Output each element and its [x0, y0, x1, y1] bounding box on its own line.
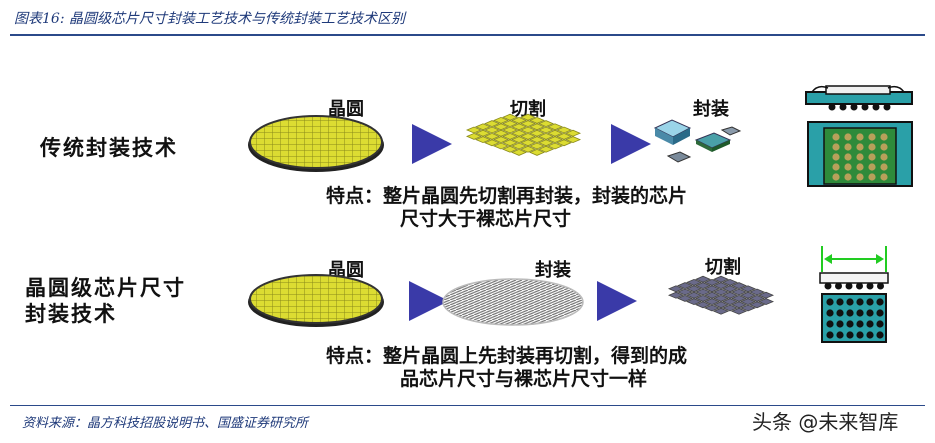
- traditional-wafer-icon: [248, 115, 384, 172]
- traditional-feature-line1: 特点：整片晶圆先切割再封装，封装的芯片: [326, 185, 688, 207]
- wlcsp-step-dicing-label: 切割: [705, 257, 741, 278]
- wlcsp-wafer-icon: [248, 274, 384, 327]
- wlcsp-diced-chips-icon: [667, 275, 775, 315]
- traditional-package-side-icon: [805, 85, 913, 111]
- traditional-step-wafer-label: 晶圆: [328, 99, 364, 120]
- wlcsp-package-top-icon: [821, 293, 887, 343]
- traditional-feature-line2: 尺寸大于裸芯片尺寸: [400, 208, 572, 230]
- traditional-step-dicing-label: 切割: [510, 99, 546, 120]
- header-rule: [10, 34, 925, 36]
- wlcsp-feature-line2: 品芯片尺寸与裸芯片尺寸一样: [400, 368, 648, 390]
- packaged-chips-icon: [653, 119, 742, 163]
- source-note: 资料来源：晶方科技招股说明书、国盛证券研究所: [22, 416, 309, 431]
- traditional-step-package-label: 封装: [693, 99, 729, 120]
- figure-title: 图表16: 晶圆级芯片尺寸封装工艺技术与传统封装工艺技术区别: [14, 11, 405, 27]
- wlcsp-row-title-line1: 晶圆级芯片尺寸: [25, 276, 186, 300]
- packaged-wafer-icon: [442, 278, 584, 326]
- wlcsp-package-side-icon: [819, 272, 889, 290]
- wlcsp-row-title-line2: 封装技术: [25, 302, 117, 326]
- wlcsp-step-package-label: 封装: [535, 260, 571, 281]
- diced-chips-icon: [465, 113, 582, 156]
- traditional-row-title: 传统封装技术: [40, 136, 178, 160]
- dimension-arrow-icon: [821, 246, 887, 272]
- watermark: 头条 @未来智库: [752, 410, 899, 434]
- wlcsp-feature-line1: 特点：整片晶圆上先封装再切割，得到的成: [326, 345, 688, 367]
- traditional-package-top-icon: [807, 121, 913, 187]
- footer-rule: [10, 405, 925, 406]
